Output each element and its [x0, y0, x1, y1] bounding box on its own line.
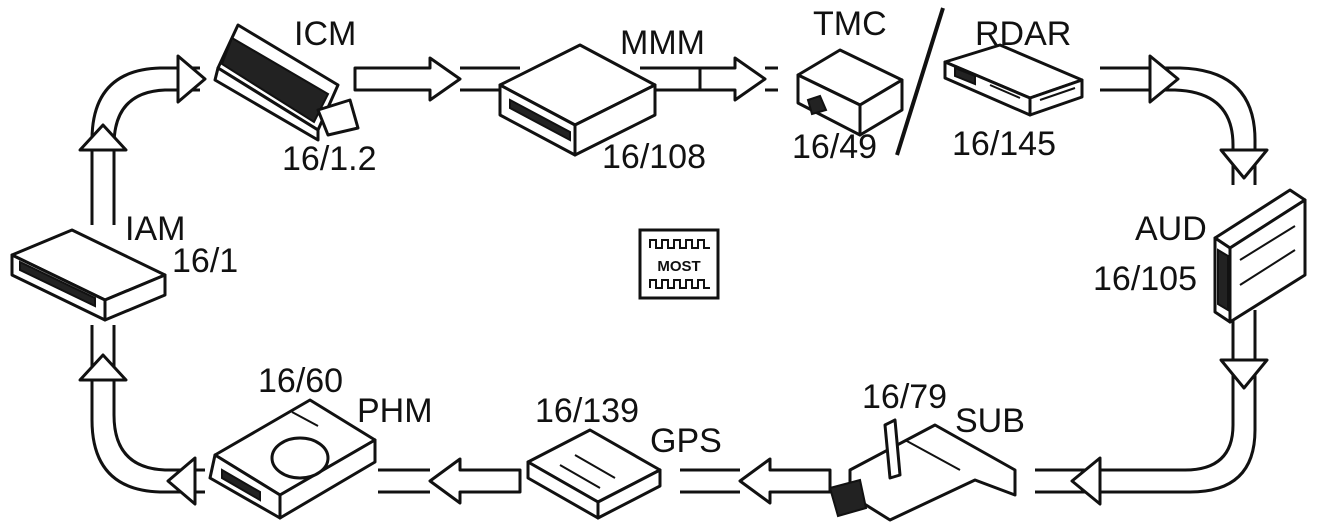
loop-arrow-mmm-to-tmc	[640, 56, 778, 102]
aud-name: AUD	[1135, 210, 1207, 248]
tmc-device-icon	[796, 48, 904, 137]
loop-arrow-phm-to-iam	[78, 325, 205, 506]
mmm-device-icon	[498, 43, 657, 157]
tmc-name: TMC	[813, 5, 887, 43]
phm-device-icon	[208, 398, 377, 520]
tmc-code: 16/49	[792, 128, 877, 166]
mmm-name: MMM	[620, 24, 705, 62]
iam-name: IAM	[125, 210, 185, 248]
gps-name: GPS	[650, 422, 722, 460]
icm-code: 16/1.2	[282, 140, 377, 178]
sub-code: 16/79	[862, 378, 947, 416]
loop-arrow-aud-to-sub	[1035, 310, 1269, 506]
gps-device-icon	[526, 428, 662, 520]
sub-device-icon	[828, 418, 1017, 522]
phm-code: 16/60	[258, 362, 343, 400]
most-label: MOST	[657, 258, 700, 275]
iam-code: 16/1	[172, 242, 238, 280]
icm-device-icon	[213, 23, 360, 142]
loop-arrow-rdar-to-aud	[1100, 54, 1269, 185]
mmm-code: 16/108	[602, 138, 706, 176]
gps-code: 16/139	[535, 392, 639, 430]
aud-device-icon	[1213, 188, 1307, 324]
divider-slash	[895, 7, 945, 156]
sub-name: SUB	[955, 402, 1025, 440]
aud-code: 16/105	[1093, 260, 1197, 298]
phm-name: PHM	[357, 392, 433, 430]
rdar-name: RDAR	[975, 15, 1071, 53]
loop-arrow-iam-to-icm	[78, 54, 207, 225]
loop-arrow-gps-to-phm	[378, 457, 522, 505]
most-bus-icon: MOST	[638, 228, 720, 300]
rdar-device-icon	[943, 43, 1084, 117]
loop-arrow-sub-to-gps	[680, 457, 832, 505]
rdar-code: 16/145	[952, 125, 1056, 163]
icm-name: ICM	[294, 15, 356, 53]
loop-arrow-icm-to-mmm	[353, 56, 520, 102]
iam-device-icon	[10, 228, 167, 322]
